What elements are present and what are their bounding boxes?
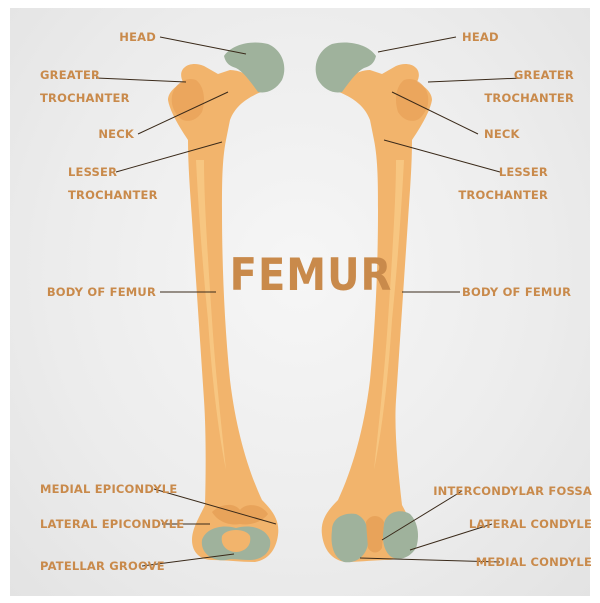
label-left-medial-epicondyle: MEDIAL EPICONDYLE <box>40 482 177 496</box>
label-right-lesser-trochanter-2: TROCHANTER <box>458 188 548 202</box>
label-right-greater-trochanter-1: GREATER <box>514 68 574 82</box>
label-right-head: HEAD <box>462 30 499 44</box>
right-labels: HEAD GREATER TROCHANTER NECK LESSER TROC… <box>433 30 592 569</box>
label-right-neck: NECK <box>484 127 521 141</box>
label-right-medial-condyle: MEDIAL CONDYLE <box>476 555 592 569</box>
right-femur-bone <box>322 64 432 562</box>
right-femur-intercondylar-fossa <box>366 516 384 553</box>
right-femur <box>316 43 432 563</box>
leader-right-greater-trochanter <box>428 78 522 82</box>
label-left-lesser-trochanter-1: LESSER <box>68 165 117 179</box>
left-femur-bone <box>168 64 278 562</box>
left-labels: HEAD GREATER TROCHANTER NECK LESSER TROC… <box>40 30 184 573</box>
label-left-head: HEAD <box>119 30 156 44</box>
label-right-body: BODY OF FEMUR <box>462 285 571 299</box>
label-right-lesser-trochanter-1: LESSER <box>499 165 548 179</box>
label-left-body: BODY OF FEMUR <box>47 285 156 299</box>
right-femur-lateral-condyle <box>332 514 369 563</box>
label-left-neck: NECK <box>98 127 135 141</box>
label-left-greater-trochanter-1: GREATER <box>40 68 100 82</box>
right-femur-medial-condyle <box>383 511 418 559</box>
label-right-greater-trochanter-2: TROCHANTER <box>484 91 574 105</box>
label-right-lateral-condyle: LATERAL CONDYLE <box>469 517 592 531</box>
leader-right-head <box>378 37 456 52</box>
label-right-intercondylar-fossa: INTERCONDYLAR FOSSA <box>433 484 592 498</box>
label-left-patellar-groove: PATELLAR GROOVE <box>40 559 165 573</box>
label-left-lesser-trochanter-2: TROCHANTER <box>68 188 158 202</box>
leader-left-head <box>160 37 246 54</box>
label-left-lateral-epicondyle: LATERAL EPICONDYLE <box>40 517 184 531</box>
diagram-title: FEMUR <box>230 250 393 302</box>
label-left-greater-trochanter-2: TROCHANTER <box>40 91 130 105</box>
left-femur <box>168 43 284 563</box>
leader-left-greater-trochanter <box>96 78 186 82</box>
